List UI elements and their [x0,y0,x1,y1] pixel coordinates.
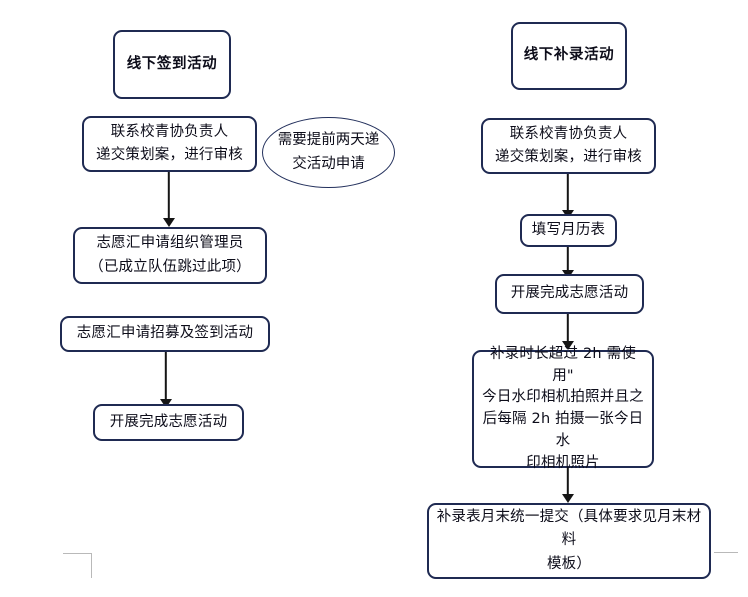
right-flow-step-2: 填写月历表 [520,214,617,247]
left-flow-title-box: 线下签到活动 [113,30,231,99]
left-flow-note-ellipse: 需要提前两天递 交活动申请 [262,117,395,188]
right-flow-title-box: 线下补录活动 [511,22,627,90]
left-flow-step-3: 志愿汇申请招募及签到活动 [60,316,270,352]
crop-mark-right-horizontal [714,552,738,553]
right-flow-step-3: 开展完成志愿活动 [495,274,644,314]
left-flow-step-4: 开展完成志愿活动 [93,404,244,441]
right-flow-step-1: 联系校青协负责人 递交策划案，进行审核 [481,118,656,174]
crop-mark-bottom-left-vertical [91,553,92,578]
right-flow-step-5: 补录表月末统一提交（具体要求见月末材料 模板） [427,503,711,579]
right-flow-step-4: 补录时长超过 2h 需使用" 今日水印相机拍照并且之 后每隔 2h 拍摄一张今日… [472,346,654,471]
left-flow-step-1: 联系校青协负责人 递交策划案，进行审核 [82,116,257,172]
left-flow-step-2: 志愿汇申请组织管理员 （已成立队伍跳过此项） [73,227,267,284]
crop-mark-bottom-left-horizontal [63,553,92,554]
